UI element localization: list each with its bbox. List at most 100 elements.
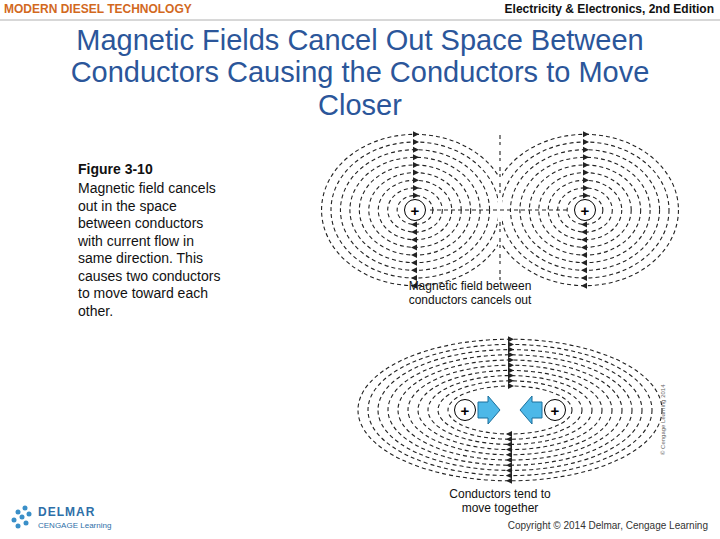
arrowhead: [413, 170, 419, 176]
arrowhead: [583, 193, 589, 199]
copyright-note: Copyright © 2014 Delmar, Cengage Learnin…: [508, 520, 708, 532]
field-line: [510, 150, 659, 271]
figure-label: Magnetic field between conductors cancel…: [405, 280, 535, 308]
arrowhead: [506, 452, 512, 458]
arrowhead: [506, 457, 512, 463]
field-line: [398, 360, 622, 460]
credit-line: © Cengage Learning 2014: [660, 385, 667, 455]
arrowhead: [583, 177, 589, 183]
arrowhead: [583, 147, 589, 153]
arrowhead: [508, 367, 514, 373]
arrowhead: [581, 275, 587, 281]
conductor-circle: +: [454, 399, 476, 421]
arrowhead: [506, 436, 512, 442]
conductor-circle: +: [544, 399, 566, 421]
attraction-arrows: [478, 396, 542, 424]
current-symbol: +: [551, 403, 560, 418]
field-line: [499, 135, 500, 145]
logo-dot: [24, 521, 29, 526]
field-arrowheads: [411, 131, 589, 483]
field-line: [499, 270, 500, 280]
arrowhead: [506, 431, 512, 437]
arrowhead: [508, 378, 514, 384]
book-series: MODERN DIESEL TECHNOLOGY: [4, 3, 192, 17]
field-line: [438, 381, 582, 439]
field-line: [418, 370, 602, 449]
logo-dot: [23, 506, 28, 511]
arrowhead: [508, 336, 514, 342]
field-line: [529, 165, 640, 255]
blue-arrow: [478, 396, 500, 424]
arrowhead: [413, 193, 419, 199]
header-rule: [0, 20, 720, 21]
arrowhead: [581, 267, 587, 273]
arrowhead: [508, 383, 514, 389]
delmar-logo: [12, 506, 32, 529]
arrowhead: [581, 229, 587, 235]
arrowhead: [583, 170, 589, 176]
logo-dot: [16, 524, 21, 529]
arrowhead: [508, 357, 514, 363]
field-line: [499, 167, 500, 177]
magnetic-field-lines: [322, 134, 679, 480]
arrowhead: [413, 177, 419, 183]
current-symbol: +: [461, 403, 470, 418]
arrowhead: [411, 221, 417, 227]
logo-dot: [27, 512, 32, 517]
field-line: [388, 188, 443, 232]
arrowhead: [411, 244, 417, 250]
arrowhead: [508, 347, 514, 353]
publisher-logo-text: CENGAGE Learning: [38, 521, 111, 530]
arrowhead: [506, 447, 512, 453]
arrowhead: [506, 473, 512, 479]
arrowhead: [583, 162, 589, 168]
arrowhead: [506, 467, 512, 473]
arrowhead: [413, 162, 419, 168]
arrowhead: [506, 478, 512, 484]
arrowhead: [506, 462, 512, 468]
arrowhead: [581, 237, 587, 243]
arrowhead: [413, 139, 419, 145]
field-line: [430, 209, 570, 210]
publisher-logo-text: DELMAR: [38, 506, 95, 520]
arrowhead: [413, 154, 419, 160]
field-line: [499, 238, 500, 248]
field-line: [499, 222, 500, 232]
arrowhead: [581, 252, 587, 258]
field-line: [499, 183, 500, 193]
field-line: [448, 386, 572, 434]
current-symbol: +: [411, 203, 420, 218]
field-line: [388, 355, 632, 465]
arrowhead: [506, 441, 512, 447]
arrowhead: [508, 352, 514, 358]
arrowhead: [583, 154, 589, 160]
arrowhead: [581, 283, 587, 289]
field-line: [397, 196, 433, 225]
slide-title: Magnetic Fields Cancel Out Space Between…: [30, 24, 690, 121]
arrowhead: [581, 244, 587, 250]
conductor-circle: +: [574, 199, 596, 221]
arrowhead: [411, 260, 417, 266]
arrowhead: [413, 185, 419, 191]
arrowhead: [581, 221, 587, 227]
field-line: [358, 339, 662, 481]
field-line: [499, 151, 500, 161]
field-line: [502, 142, 669, 278]
arrowhead: [411, 252, 417, 258]
field-line: [428, 376, 592, 445]
arrowhead: [508, 373, 514, 379]
figure-label: Conductors tend to move together: [440, 488, 560, 516]
arrowhead: [413, 131, 419, 137]
arrowhead: [411, 237, 417, 243]
figure-caption: Magnetic field cancels out in the space …: [78, 180, 228, 320]
current-symbol: +: [581, 203, 590, 218]
field-line: [499, 254, 500, 264]
blue-arrow: [520, 396, 542, 424]
arrowhead: [581, 260, 587, 266]
logo-dot: [20, 515, 25, 520]
logo-dot: [16, 510, 21, 515]
field-line: [368, 344, 652, 475]
figure-number: Figure 3-10: [78, 161, 153, 177]
field-line: [520, 157, 650, 262]
